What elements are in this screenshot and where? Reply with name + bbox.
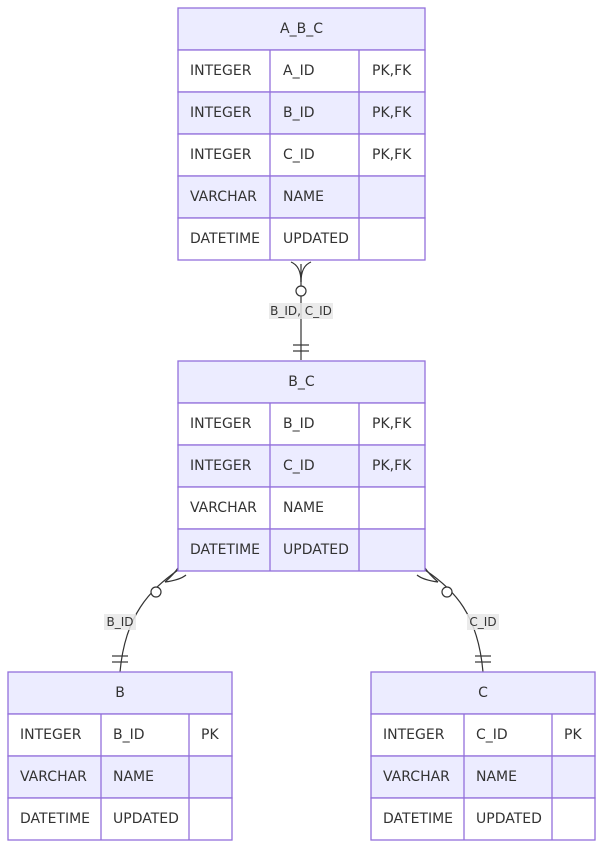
attribute-type: INTEGER [383,727,445,743]
attribute-keys: PK,FK [372,147,412,163]
zero-or-more-marker [441,586,453,598]
attribute-keys: PK,FK [372,416,412,432]
relationship-abc-bc: B_ID, C_ID [269,261,333,360]
attribute-name: NAME [283,189,324,205]
relationship-label: B_ID [106,615,133,629]
relationship-label: B_ID, C_ID [270,304,332,318]
attribute-row: INTEGER C_ID PK,FK [190,147,412,163]
attribute-row: DATETIME UPDATED [190,231,349,247]
attribute-row: INTEGER B_ID PK [20,727,219,743]
attribute-keys: PK [201,727,219,743]
relationship-bc-c: C_ID [416,567,499,673]
attribute-row: DATETIME UPDATED [190,542,349,558]
attribute-name: UPDATED [113,811,179,827]
attribute-type: VARCHAR [190,500,257,516]
entity-b: B INTEGER B_ID PK VARCHAR NAME DATETIME … [7,671,233,841]
attribute-type: VARCHAR [20,769,87,785]
attribute-row: INTEGER A_ID PK,FK [190,63,412,79]
relationship-bc-b: B_ID [104,567,187,673]
attribute-type: INTEGER [190,416,252,432]
attribute-type: DATETIME [383,811,453,827]
attribute-keys: PK,FK [372,458,412,474]
attribute-keys: PK,FK [372,63,412,79]
attribute-keys: PK,FK [372,105,412,121]
attribute-name: B_ID [283,105,315,121]
attribute-name: B_ID [283,416,315,432]
attribute-name: NAME [476,769,517,785]
attribute-row: DATETIME UPDATED [383,811,542,827]
attribute-name: C_ID [283,147,315,163]
entity-title: B_C [288,374,315,390]
attribute-name: C_ID [283,458,315,474]
attribute-type: INTEGER [190,458,252,474]
attribute-row: INTEGER C_ID PK [383,727,582,743]
attribute-row: VARCHAR NAME [190,189,324,205]
attribute-row: VARCHAR NAME [20,769,154,785]
entity-b-c: B_C INTEGER B_ID PK,FK INTEGER C_ID PK,F… [177,360,426,572]
entity-title: C [478,685,488,701]
attribute-keys: PK [564,727,582,743]
relationship-label: C_ID [469,615,496,629]
attribute-type: INTEGER [190,105,252,121]
attribute-type: INTEGER [190,63,252,79]
attribute-row: INTEGER B_ID PK,FK [190,105,412,121]
attribute-type: VARCHAR [383,769,450,785]
attribute-row: VARCHAR NAME [383,769,517,785]
attribute-type: DATETIME [20,811,90,827]
zero-or-more-marker [150,586,162,598]
attribute-name: NAME [283,500,324,516]
attribute-name: UPDATED [283,231,349,247]
attribute-name: NAME [113,769,154,785]
attribute-name: UPDATED [476,811,542,827]
attribute-row: DATETIME UPDATED [20,811,179,827]
attribute-type: INTEGER [20,727,82,743]
attribute-name: B_ID [113,727,145,743]
entity-a-b-c: A_B_C INTEGER A_ID PK,FK INTEGER B_ID PK… [177,7,426,261]
attribute-type: INTEGER [190,147,252,163]
attribute-name: UPDATED [283,542,349,558]
attribute-name: A_ID [283,63,315,79]
entity-c: C INTEGER C_ID PK VARCHAR NAME DATETIME … [370,671,596,841]
attribute-row: INTEGER B_ID PK,FK [190,416,412,432]
attribute-type: VARCHAR [190,189,257,205]
attribute-type: DATETIME [190,231,260,247]
zero-or-more-marker [295,285,307,297]
entity-title: B [115,685,125,701]
entity-title: A_B_C [280,21,323,37]
attribute-row: INTEGER C_ID PK,FK [190,458,412,474]
attribute-type: DATETIME [190,542,260,558]
attribute-row: VARCHAR NAME [190,500,324,516]
attribute-name: C_ID [476,727,508,743]
